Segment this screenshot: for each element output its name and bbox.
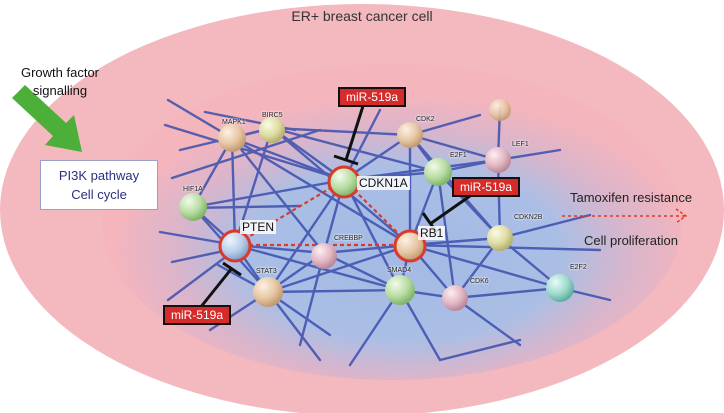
label-lef1: LEF1 [512,141,529,148]
label-cdkn1a: CDKN1A [357,176,410,190]
node-crebbp[interactable] [311,243,337,269]
pathway-line-1: PI3K pathway [58,168,140,183]
node-cdk2[interactable] [397,122,423,148]
growth-arrow-icon [12,85,82,152]
label-cdkn2b: CDKN2B [514,214,543,221]
node-cdkn2b[interactable] [487,225,513,251]
label-hif1a: HIF1A [183,186,203,193]
node-birc5[interactable] [259,117,285,143]
inhibition-lines [198,105,471,309]
label-crebbp: CREBBP [334,235,363,242]
label-e2f1: E2F1 [450,152,467,159]
mirna-box-rb1: miR-519a [452,177,520,197]
label-smad4: SMAD4 [387,267,412,274]
network-edges [158,98,612,367]
node-e2f1[interactable] [424,158,452,186]
node-mapk1[interactable] [218,124,246,152]
label-e2f2: E2F2 [570,264,587,271]
tamoxifen-resistance-label: Tamoxifen resistance [570,190,693,205]
node-cdk6[interactable] [442,285,468,311]
node-smad4[interactable] [385,275,415,305]
node-unlabeled[interactable] [489,99,511,121]
node-cdkn1a[interactable] [327,165,361,199]
cell-proliferation-label: Cell proliferation [584,233,678,248]
mirna-box-pten: miR-519a [163,305,231,325]
node-e2f2[interactable] [546,274,574,302]
label-stat3: STAT3 [256,268,277,275]
label-pten: PTEN [240,220,277,234]
node-rb1[interactable] [393,229,427,263]
growth-factor-label: Growth factor signalling [14,64,106,100]
label-birc5: BIRC5 [262,112,283,119]
cell-title: ER+ breast cancer cell [291,8,433,24]
growth-factor-line-2: signalling [32,83,88,98]
node-lef1[interactable] [485,147,511,173]
node-stat3[interactable] [253,277,283,307]
dashed-output-arrow-icon [562,208,688,224]
growth-factor-line-1: Growth factor [20,65,100,80]
label-cdk6: CDK6 [470,278,489,285]
node-pten[interactable] [218,229,252,263]
label-cdk2: CDK2 [416,116,435,123]
node-hif1a[interactable] [179,193,207,221]
pathway-line-2: Cell cycle [71,187,127,202]
mirna-box-cdkn1a: miR-519a [338,87,406,107]
pathway-box: PI3K pathway Cell cycle [40,160,158,210]
label-rb1: RB1 [418,226,446,240]
label-mapk1: MAPK1 [222,119,246,126]
gene-nodes [179,99,574,311]
